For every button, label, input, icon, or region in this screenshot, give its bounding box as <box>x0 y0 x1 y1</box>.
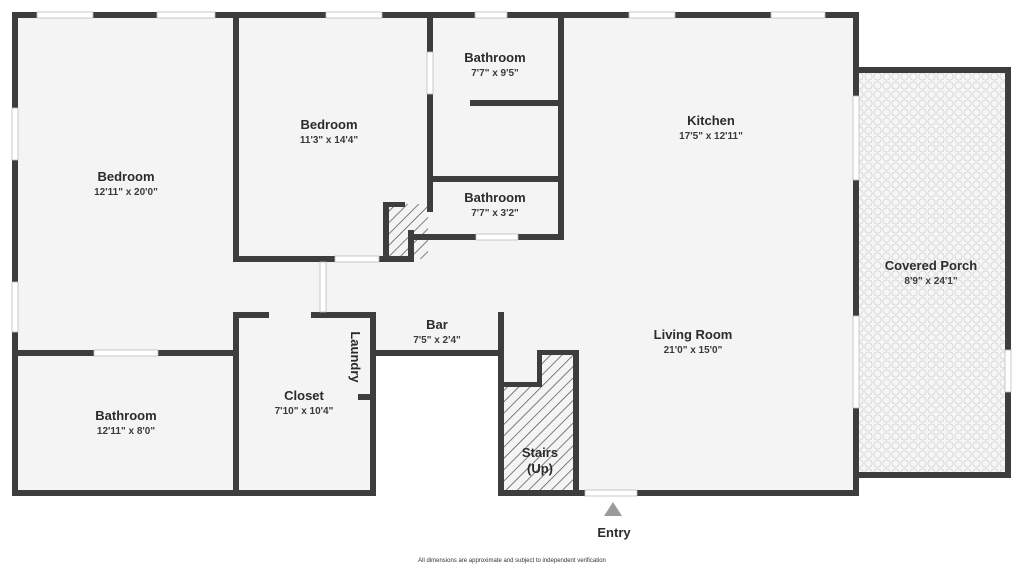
walls <box>12 12 1011 496</box>
room-name: Covered Porch <box>885 258 978 273</box>
entry-label: Entry <box>597 525 631 540</box>
room-label-closet: Closet 7'10" x 10'4" <box>275 388 334 417</box>
entry-marker: Entry <box>597 502 631 540</box>
room-name: Bedroom <box>300 117 357 132</box>
room-name: Stairs <box>522 445 558 460</box>
room-dims: 17'5" x 12'11" <box>679 131 743 142</box>
room-label-living-room: Living Room 21'0" x 15'0" <box>654 327 733 356</box>
room-sub: (Up) <box>527 461 553 476</box>
room-label-bar: Bar 7'5" x 2'4" <box>413 317 461 346</box>
room-name: Living Room <box>654 327 733 342</box>
windows <box>11 11 1012 497</box>
room-dims: 7'10" x 10'4" <box>275 406 334 417</box>
room-label-covered-porch: Covered Porch 8'9" x 24'1" <box>885 258 978 287</box>
entry-arrow-icon <box>604 502 622 516</box>
room-label-laundry: Laundry <box>348 331 363 383</box>
room-name: Laundry <box>348 331 363 383</box>
room-label-kitchen: Kitchen 17'5" x 12'11" <box>679 113 743 142</box>
room-label-bathroom-top: Bathroom 7'7" x 9'5" <box>464 50 525 79</box>
porch-floor <box>859 71 1008 476</box>
room-dims: 7'7" x 9'5" <box>471 68 519 79</box>
room-label-bedroom-left: Bedroom 12'11" x 20'0" <box>94 169 158 198</box>
room-name: Bar <box>426 317 448 332</box>
room-label-bedroom-mid: Bedroom 11'3" x 14'4" <box>300 117 358 146</box>
room-dims: 8'9" x 24'1" <box>904 276 957 287</box>
room-dims: 12'11" x 8'0" <box>97 426 155 437</box>
footer-note: All dimensions are approximate and subje… <box>418 558 606 564</box>
room-dims: 7'7" x 3'2" <box>471 208 519 219</box>
room-label-bathroom-small: Bathroom 7'7" x 3'2" <box>464 190 525 219</box>
room-name: Bathroom <box>95 408 156 423</box>
room-dims: 11'3" x 14'4" <box>300 135 358 146</box>
room-dims: 7'5" x 2'4" <box>413 335 461 346</box>
room-label-stairs: Stairs (Up) <box>522 445 558 476</box>
room-dims: 12'11" x 20'0" <box>94 187 158 198</box>
room-name: Bathroom <box>464 50 525 65</box>
room-label-bathroom-bottom: Bathroom 12'11" x 8'0" <box>95 408 156 437</box>
room-dims: 21'0" x 15'0" <box>664 345 723 356</box>
room-name: Bedroom <box>97 169 154 184</box>
room-name: Kitchen <box>687 113 735 128</box>
floor-areas <box>14 14 1008 497</box>
room-name: Bathroom <box>464 190 525 205</box>
room-name: Closet <box>284 388 324 403</box>
chimney-hatch <box>387 204 428 259</box>
